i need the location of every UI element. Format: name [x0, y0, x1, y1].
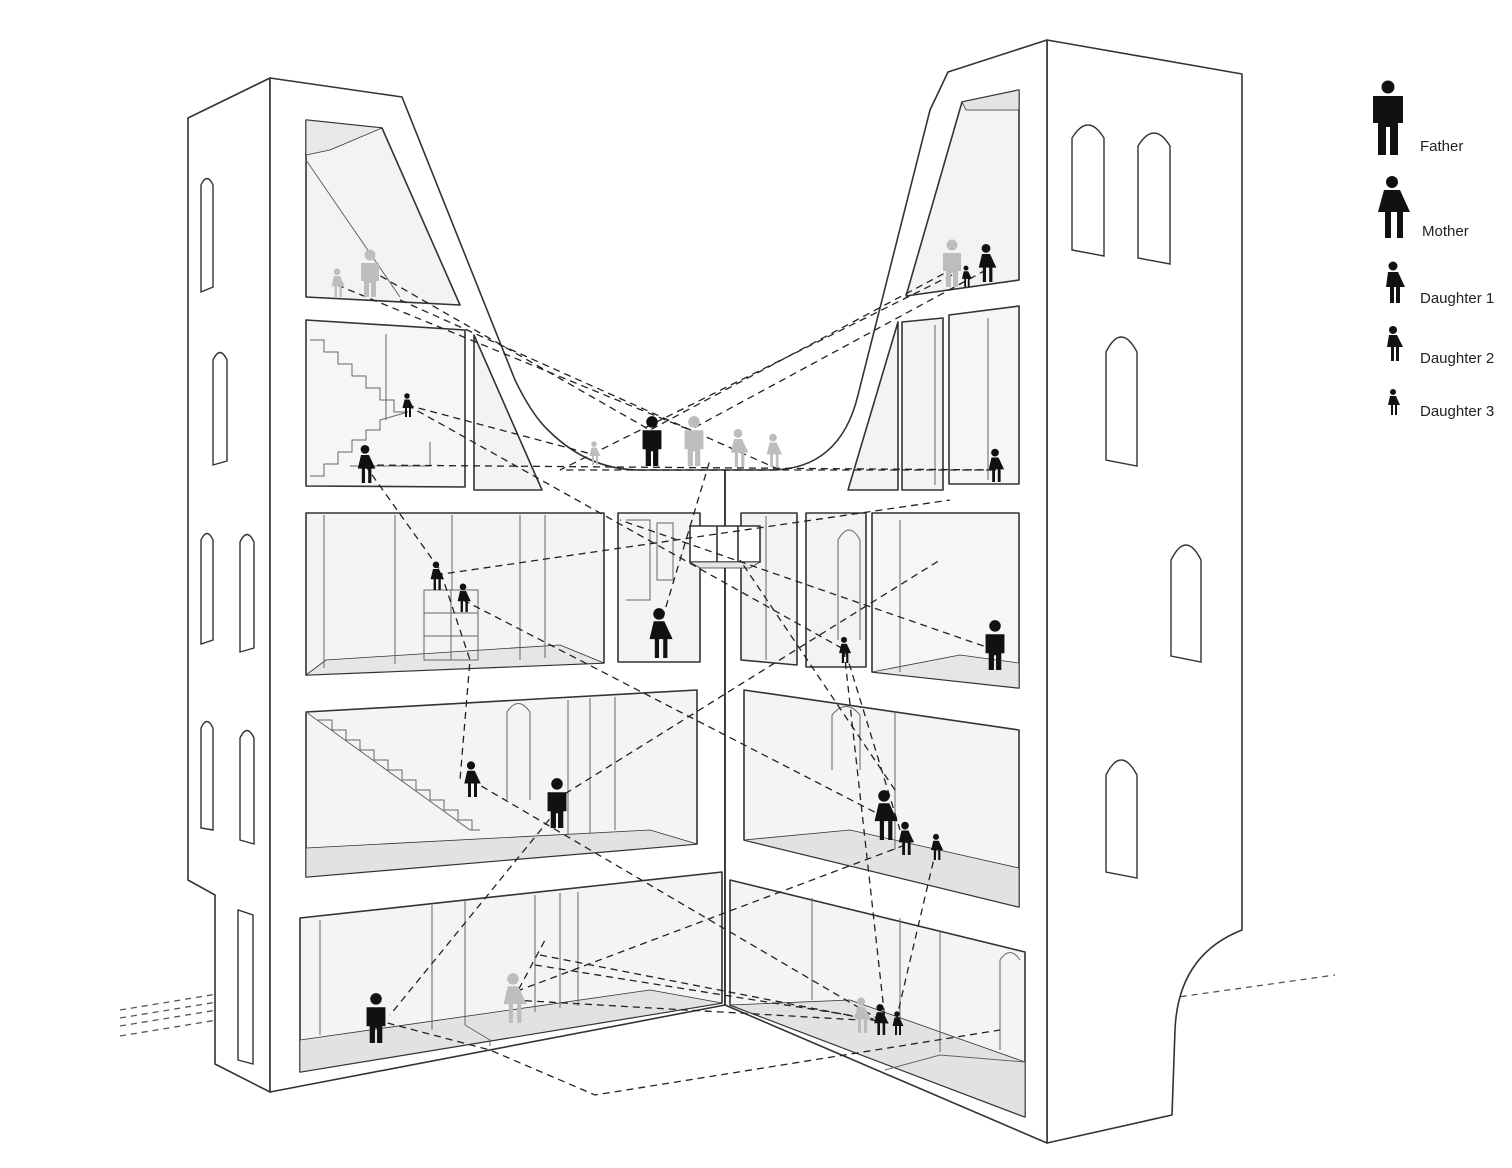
movement-path-4	[559, 274, 995, 471]
legend-label-daughter-1: Daughter 1	[1420, 290, 1495, 307]
legend-label-father: Father	[1420, 138, 1464, 155]
central-box	[689, 525, 761, 563]
movement-path-1	[369, 264, 961, 431]
room-left-slot	[473, 334, 543, 491]
daughter-1-icon	[1386, 261, 1405, 303]
movement-path-6	[364, 464, 999, 471]
right-facade-windows	[1071, 124, 1202, 879]
father-icon	[1373, 80, 1403, 155]
movement-path-2	[336, 284, 691, 431]
movement-path-3	[689, 269, 987, 431]
room-right-slot	[847, 321, 899, 491]
left-facade-windows	[200, 177, 255, 1065]
movement-path-23	[534, 964, 881, 1021]
woman-figure-icon-10	[730, 429, 749, 467]
man-figure-icon-8	[642, 416, 662, 466]
movement-paths	[336, 264, 1001, 1096]
movement-path-15	[554, 559, 941, 801]
left-interior-details	[305, 159, 674, 1046]
movement-path-24	[539, 954, 899, 1026]
room-right-3	[948, 305, 1020, 485]
right-interior-details	[765, 318, 1026, 1071]
room-right-door	[901, 317, 944, 491]
left-rooms	[299, 119, 723, 1073]
woman-figure-icon-11	[766, 433, 783, 467]
daughter-3-icon	[1388, 389, 1400, 415]
movement-path-7	[364, 464, 471, 781]
movement-path-10	[435, 499, 951, 576]
legend-label-daughter-2: Daughter 2	[1420, 350, 1495, 367]
mother-icon	[1378, 176, 1410, 238]
movement-path-25	[739, 559, 896, 791]
movement-path-22	[512, 999, 861, 1021]
central-elements	[688, 470, 762, 1005]
legend-label-daughter-3: Daughter 3	[1420, 403, 1495, 420]
legend-label-mother: Mother	[1422, 223, 1469, 240]
site-lines	[119, 939, 546, 1037]
movement-path-18	[519, 844, 906, 991]
legend: Father Mother Daughter 1 Daughter 2 Daug…	[1368, 80, 1508, 440]
room-right-2b	[805, 512, 867, 668]
movement-path-20	[375, 1019, 1001, 1096]
movement-path-17	[389, 809, 558, 1016]
movement-path-14	[619, 519, 996, 651]
movement-path-19	[894, 849, 937, 1026]
daughter-2-icon	[1387, 326, 1403, 361]
right-rooms	[729, 89, 1026, 1118]
movement-path-5	[406, 404, 596, 456]
movement-path-12	[658, 459, 711, 631]
movement-path-11	[462, 599, 891, 821]
movement-path-8	[399, 299, 781, 471]
movement-path-13	[843, 649, 886, 1021]
room-center-2	[617, 512, 701, 663]
